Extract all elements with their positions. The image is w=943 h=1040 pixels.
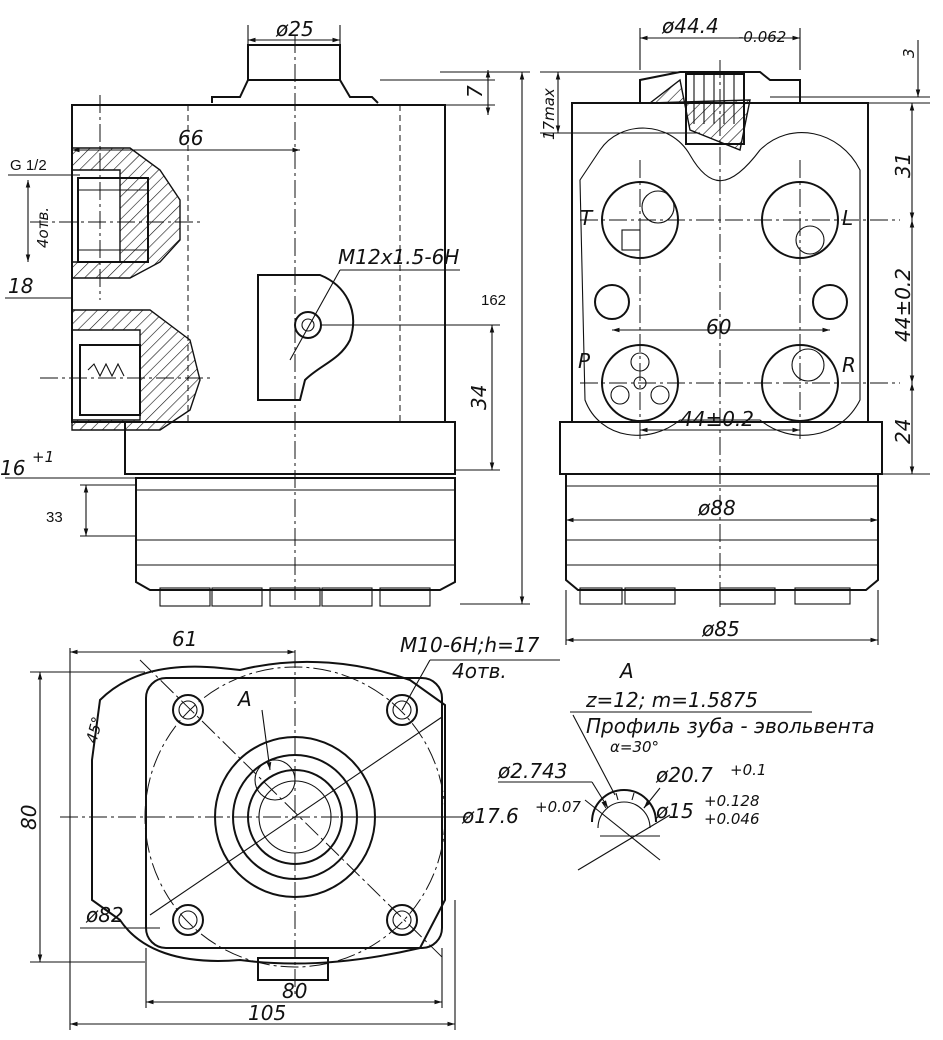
dim-34: 34 (467, 385, 491, 410)
port-label-p: P (578, 349, 591, 373)
port-section-bottom (71, 309, 201, 431)
plan-tab (257, 957, 329, 981)
port-section-top (71, 147, 181, 279)
mount-hole-left (594, 284, 630, 320)
dim-shaft-diameter: ø25 (275, 17, 314, 41)
lower-ring (124, 421, 456, 475)
dim-24: 24 (891, 419, 915, 444)
tol-d15-upper: +0.128 (704, 792, 760, 810)
dim-16: 16 (0, 456, 25, 480)
dim-105: 105 (248, 1001, 286, 1025)
front-view: ø25 7 66 G 1/2 4отв. M12x1.5-6H 18 162 3… (0, 17, 530, 607)
central-boss (257, 274, 355, 401)
tol-16: +1 (32, 448, 54, 466)
dim-162: 162 (481, 292, 506, 309)
mount-holes (172, 694, 418, 936)
dim-80-horizontal: 80 (282, 979, 307, 1003)
tol-d2743: +0.07 (535, 798, 581, 816)
thread-g-label: G 1/2 (10, 157, 47, 174)
dim-66: 66 (178, 126, 203, 150)
spline-spec: z=12; m=1.5875 (585, 688, 758, 712)
tooth-profile: Профиль зуба - эвольвента (586, 714, 875, 738)
spline-arc-outer (591, 789, 657, 823)
dim-d20-7: ø20.7 (655, 763, 713, 787)
bolt-heads (159, 587, 431, 607)
dim-d17-6: ø17.6 (461, 804, 519, 828)
spline-shaft (639, 71, 801, 103)
m12-port (294, 311, 322, 339)
mount-hole-right (812, 284, 848, 320)
side-view: ø44.4 -0.062 3 17max 31 T L P R 60 44±0.… (540, 14, 930, 645)
dim-d88: ø88 (697, 496, 736, 520)
plan-view: 61 45° M10-6H;h=17 4отв. A 80 ø17.6 ø82 … (17, 627, 560, 1030)
thread-m10-label: M10-6H;h=17 (400, 633, 540, 657)
dim-33: 33 (46, 509, 63, 526)
dim-d15: ø15 (655, 799, 694, 823)
section-label-a: A (236, 687, 252, 711)
dim-17max: 17max (540, 88, 558, 140)
spline-arc-inner (597, 801, 651, 829)
thread-m12-label: M12x1.5-6H (338, 245, 459, 269)
tol-d20-7: +0.1 (730, 761, 766, 779)
dim-d2743: ø2.743 (497, 759, 568, 783)
port-label-l: L (842, 206, 853, 230)
dim-60: 60 (706, 315, 731, 339)
plan-body (91, 660, 446, 965)
holes-count-front: 4отв. (34, 207, 52, 248)
dim-d82: ø82 (85, 903, 124, 927)
detail-title: A (618, 659, 634, 683)
spring-icon (87, 362, 125, 378)
bottom-housing (135, 477, 456, 591)
dim-44-vertical: 44±0.2 (891, 268, 915, 342)
dim-31: 31 (891, 153, 915, 178)
tol-d44: -0.062 (738, 28, 786, 46)
pressure-angle: α=30° (610, 738, 659, 756)
dim-7: 7 (463, 85, 487, 98)
dim-18: 18 (8, 274, 33, 298)
dim-d44: ø44.4 (661, 14, 719, 38)
port-label-t: T (580, 206, 594, 230)
angle-45: 45° (82, 715, 106, 745)
holes-count-plan: 4отв. (452, 659, 507, 683)
detail-a: A z=12; m=1.5875 Профиль зуба - эвольвен… (497, 659, 875, 871)
side-bottom-housing (565, 473, 879, 591)
dim-80-vertical: 80 (17, 805, 41, 830)
dim-d85: ø85 (701, 617, 740, 641)
port-label-r: R (842, 353, 856, 377)
dim-3: 3 (900, 48, 918, 58)
shaft-flange (211, 79, 379, 104)
dim-44-horizontal: 44±0.2 (680, 407, 754, 431)
tol-d15-lower: +0.046 (704, 810, 760, 828)
shaft-stub (247, 44, 341, 81)
dim-61: 61 (172, 627, 197, 651)
